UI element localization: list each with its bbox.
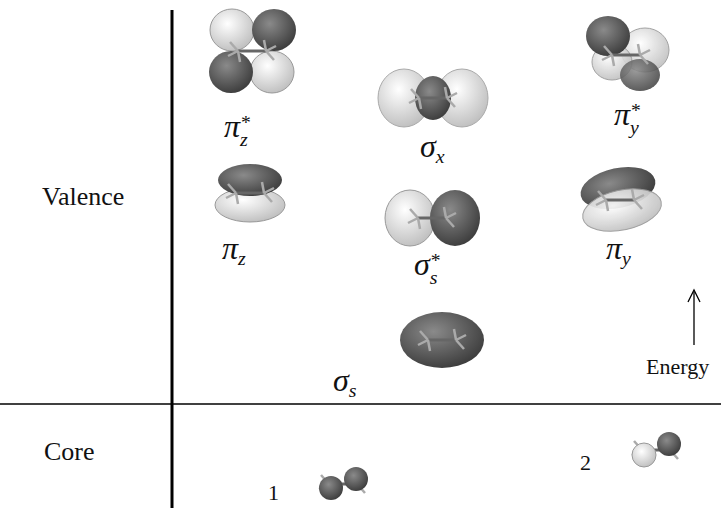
- region-label: Core: [44, 439, 95, 465]
- orbital-sigma-star-s: [385, 190, 480, 246]
- callout-number: 2: [580, 452, 591, 474]
- orbital-sigma-s: [400, 312, 484, 368]
- core-orbital-2: [632, 432, 681, 467]
- label-part: s: [430, 269, 440, 286]
- region-label: Valence: [42, 184, 124, 210]
- label-part: *: [240, 114, 250, 131]
- label-part: π: [606, 230, 622, 266]
- label-part: *: [630, 102, 640, 119]
- orbital-label: σ*s: [414, 248, 440, 286]
- divider-line: [0, 403, 721, 405]
- orbital-label: σx: [420, 130, 445, 167]
- orbital-label: π*y: [614, 98, 640, 136]
- orbital-pi-star-y: [586, 16, 669, 91]
- label-part: x: [436, 145, 445, 167]
- label-part: *: [430, 252, 440, 269]
- label-part: σ: [414, 246, 430, 282]
- orbital-label: σs: [333, 364, 357, 401]
- orbital-pi-star-z: [209, 9, 296, 93]
- callout-number: 1: [268, 482, 279, 504]
- axis-label: Energy: [646, 356, 709, 378]
- orbital-label: π*z: [224, 110, 250, 148]
- orbital-label: πy: [606, 232, 631, 269]
- label-part: z: [238, 247, 246, 269]
- label-part: y: [622, 247, 631, 269]
- orbital-pi-y: [577, 161, 666, 238]
- orbital-sigma-x: [378, 69, 488, 127]
- label-part: y: [630, 119, 640, 136]
- label-part: s: [349, 379, 357, 401]
- label-part: *z: [240, 114, 250, 148]
- label-part: *s: [430, 252, 440, 286]
- label-part: π: [614, 96, 630, 132]
- core-orbital-1: [319, 467, 368, 500]
- label-part: π: [224, 108, 240, 144]
- orbital-pi-z: [215, 164, 285, 222]
- label-part: z: [240, 131, 250, 148]
- label-part: σ: [420, 128, 436, 164]
- label-part: *y: [630, 102, 640, 136]
- orbital-label: πz: [222, 232, 246, 269]
- label-part: σ: [333, 362, 349, 398]
- energy-arrow: [693, 292, 694, 345]
- label-part: π: [222, 230, 238, 266]
- axis-line: [171, 10, 174, 508]
